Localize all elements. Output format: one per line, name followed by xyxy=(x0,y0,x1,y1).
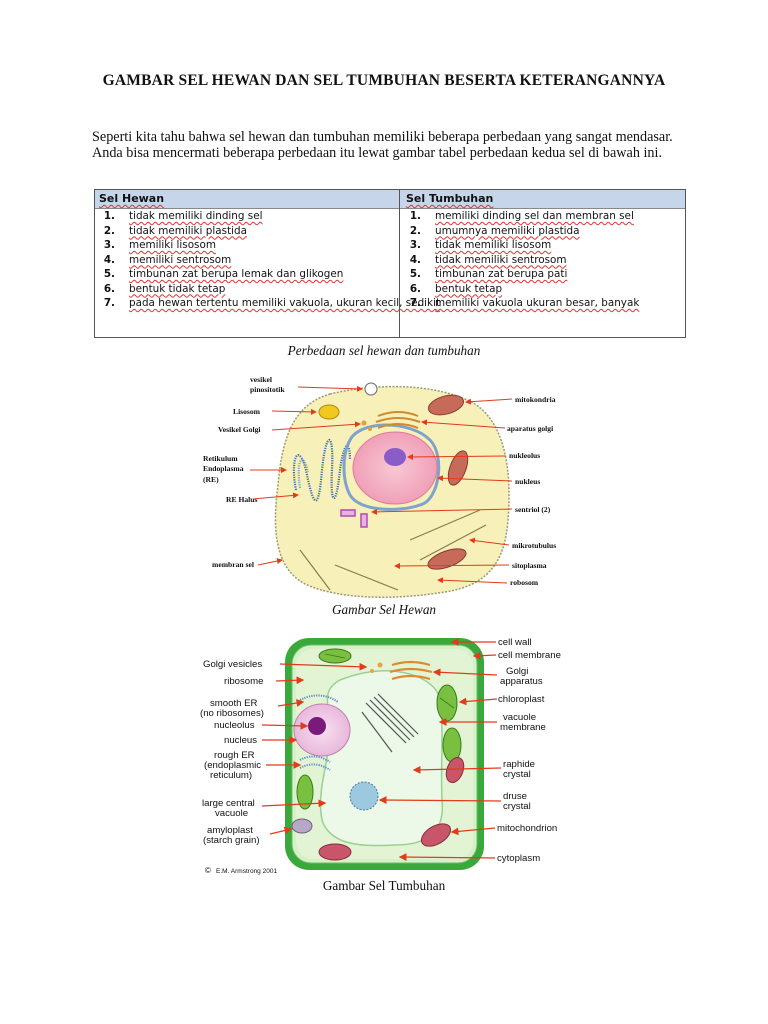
copyright-symbol: © xyxy=(205,866,211,875)
label-reticulum: reticulum) xyxy=(210,770,252,781)
label-druse-crystal: crystal xyxy=(503,801,531,812)
label-nukleolus: nukleolus xyxy=(509,451,540,460)
label-golgi-vesicles: Golgi vesicles xyxy=(203,659,262,670)
label-vesikel-golgi: Vesikel Golgi xyxy=(218,425,261,434)
label-mikrotubulus: mikrotubulus xyxy=(512,541,556,550)
label-cell-membrane: cell membrane xyxy=(498,650,561,661)
label-endoplasma: Endoplasma xyxy=(203,464,244,473)
caption-animal: Gambar Sel Hewan xyxy=(0,602,768,618)
label-robosom: robosom xyxy=(510,578,539,587)
label-apparatus: apparatus xyxy=(500,676,543,687)
label-lisosom: Lisosom xyxy=(233,407,261,416)
label-no-ribosomes: (no ribosomes) xyxy=(200,708,264,719)
label-sitoplasma: sitoplasma xyxy=(512,561,547,570)
label-re-halus: RE Halus xyxy=(226,495,257,504)
label-re: (RE) xyxy=(203,475,219,484)
label-copyright: E.M. Armstrong 2001 xyxy=(216,868,277,875)
label-aparatus-golgi: aparatus golgi xyxy=(507,424,553,433)
label-ribosome: ribosome xyxy=(224,676,263,687)
label-pinositotik: pinositotik xyxy=(250,385,285,394)
label-cell-wall: cell wall xyxy=(498,637,532,648)
label-cytoplasm: cytoplasm xyxy=(497,853,540,864)
label-mitokondria: mitokondria xyxy=(515,395,556,404)
label-chloroplast: chloroplast xyxy=(498,694,545,705)
label-nukleus: nukleus xyxy=(515,477,540,486)
label-sentriol: sentriol (2) xyxy=(515,505,551,514)
label-nucleus: nucleus xyxy=(224,735,257,746)
caption-plant: Gambar Sel Tumbuhan xyxy=(0,878,768,894)
label-retikulum: Retikulum xyxy=(203,454,238,463)
label-vesikel: vesikel xyxy=(250,375,272,384)
label-nucleolus: nucleolus xyxy=(214,720,255,731)
label-mitochondrion: mitochondrion xyxy=(497,823,557,834)
label-vacuole-membrane-2: membrane xyxy=(500,722,546,733)
label-raphide-crystal: crystal xyxy=(503,769,531,780)
label-starch-grain: (starch grain) xyxy=(203,835,260,846)
label-membran-sel: membran sel xyxy=(212,560,254,569)
label-vacuole: vacuole xyxy=(215,808,248,819)
